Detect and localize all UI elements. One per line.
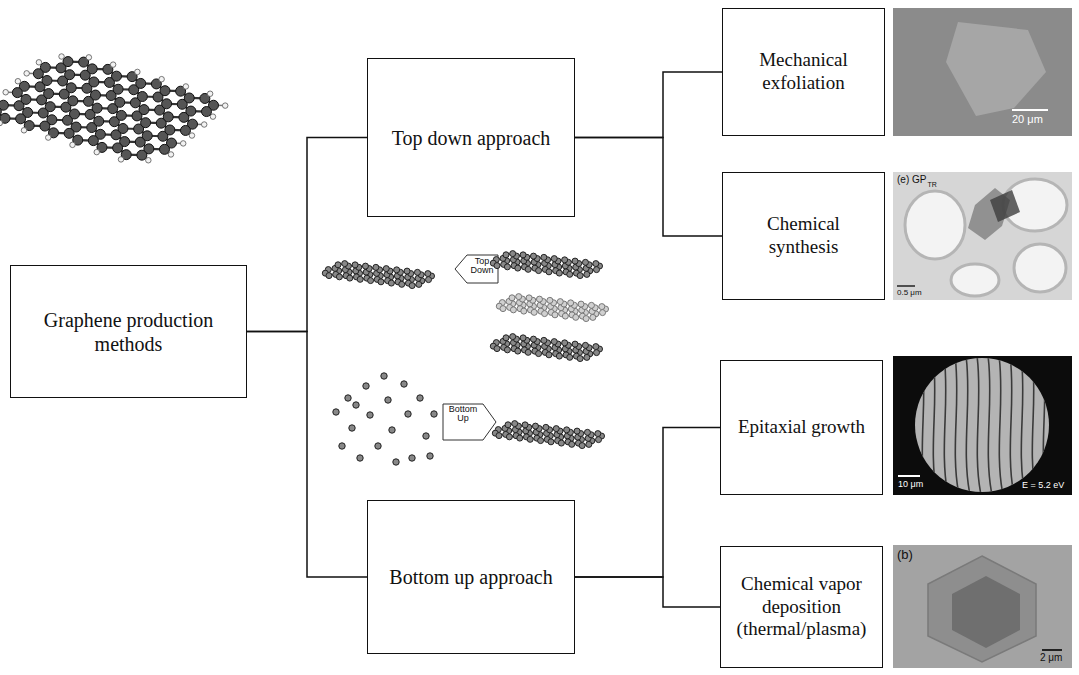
bottom-up-arrow: [443, 404, 496, 440]
panel-label: (e) GP: [897, 175, 926, 186]
process-box: Mechanical exfoliation: [722, 8, 885, 136]
box-text: Chemical vapor deposition (thermal/plasm…: [729, 573, 874, 641]
connector: [575, 138, 722, 237]
connector: [575, 72, 722, 138]
micrograph-epitaxial: [893, 356, 1072, 495]
top-down-arrow: [455, 255, 498, 283]
connector: [247, 138, 367, 332]
scale-label: 0.5 μm: [897, 289, 922, 297]
process-box: Graphene production methods: [10, 265, 247, 398]
box-text: Mechanical exfoliation: [731, 49, 876, 95]
process-box: Chemical synthesis: [722, 172, 885, 300]
scale-label: 2 μm: [1040, 653, 1062, 664]
process-box: Bottom up approach: [367, 500, 575, 654]
panel-label: (b): [897, 548, 913, 562]
box-text: Graphene production methods: [19, 308, 238, 356]
panel-subscript: TR: [927, 181, 936, 188]
connector: [575, 428, 720, 578]
process-box: Top down approach: [367, 58, 575, 217]
scale-label: 10 μm: [898, 480, 923, 489]
micrograph-exfoliation: [893, 8, 1072, 136]
energy-label: E = 5.2 eV: [1022, 481, 1064, 490]
box-text: Bottom up approach: [389, 565, 552, 589]
process-box: Epitaxial growth: [720, 360, 883, 495]
connector: [575, 577, 720, 607]
micrograph-synthesis: [893, 172, 1072, 300]
scale-label: 20 μm: [1012, 114, 1043, 126]
micrograph-cvd: [893, 545, 1072, 668]
connector: [247, 332, 367, 578]
box-text: Epitaxial growth: [738, 416, 865, 439]
graphene-lattices: [0, 54, 609, 465]
arrow-label: Top Down: [467, 257, 497, 276]
process-box: Chemical vapor deposition (thermal/plasm…: [720, 546, 883, 668]
box-text: Chemical synthesis: [731, 213, 876, 259]
box-text: Top down approach: [392, 126, 551, 150]
arrow-label: Bottom Up: [444, 405, 482, 424]
